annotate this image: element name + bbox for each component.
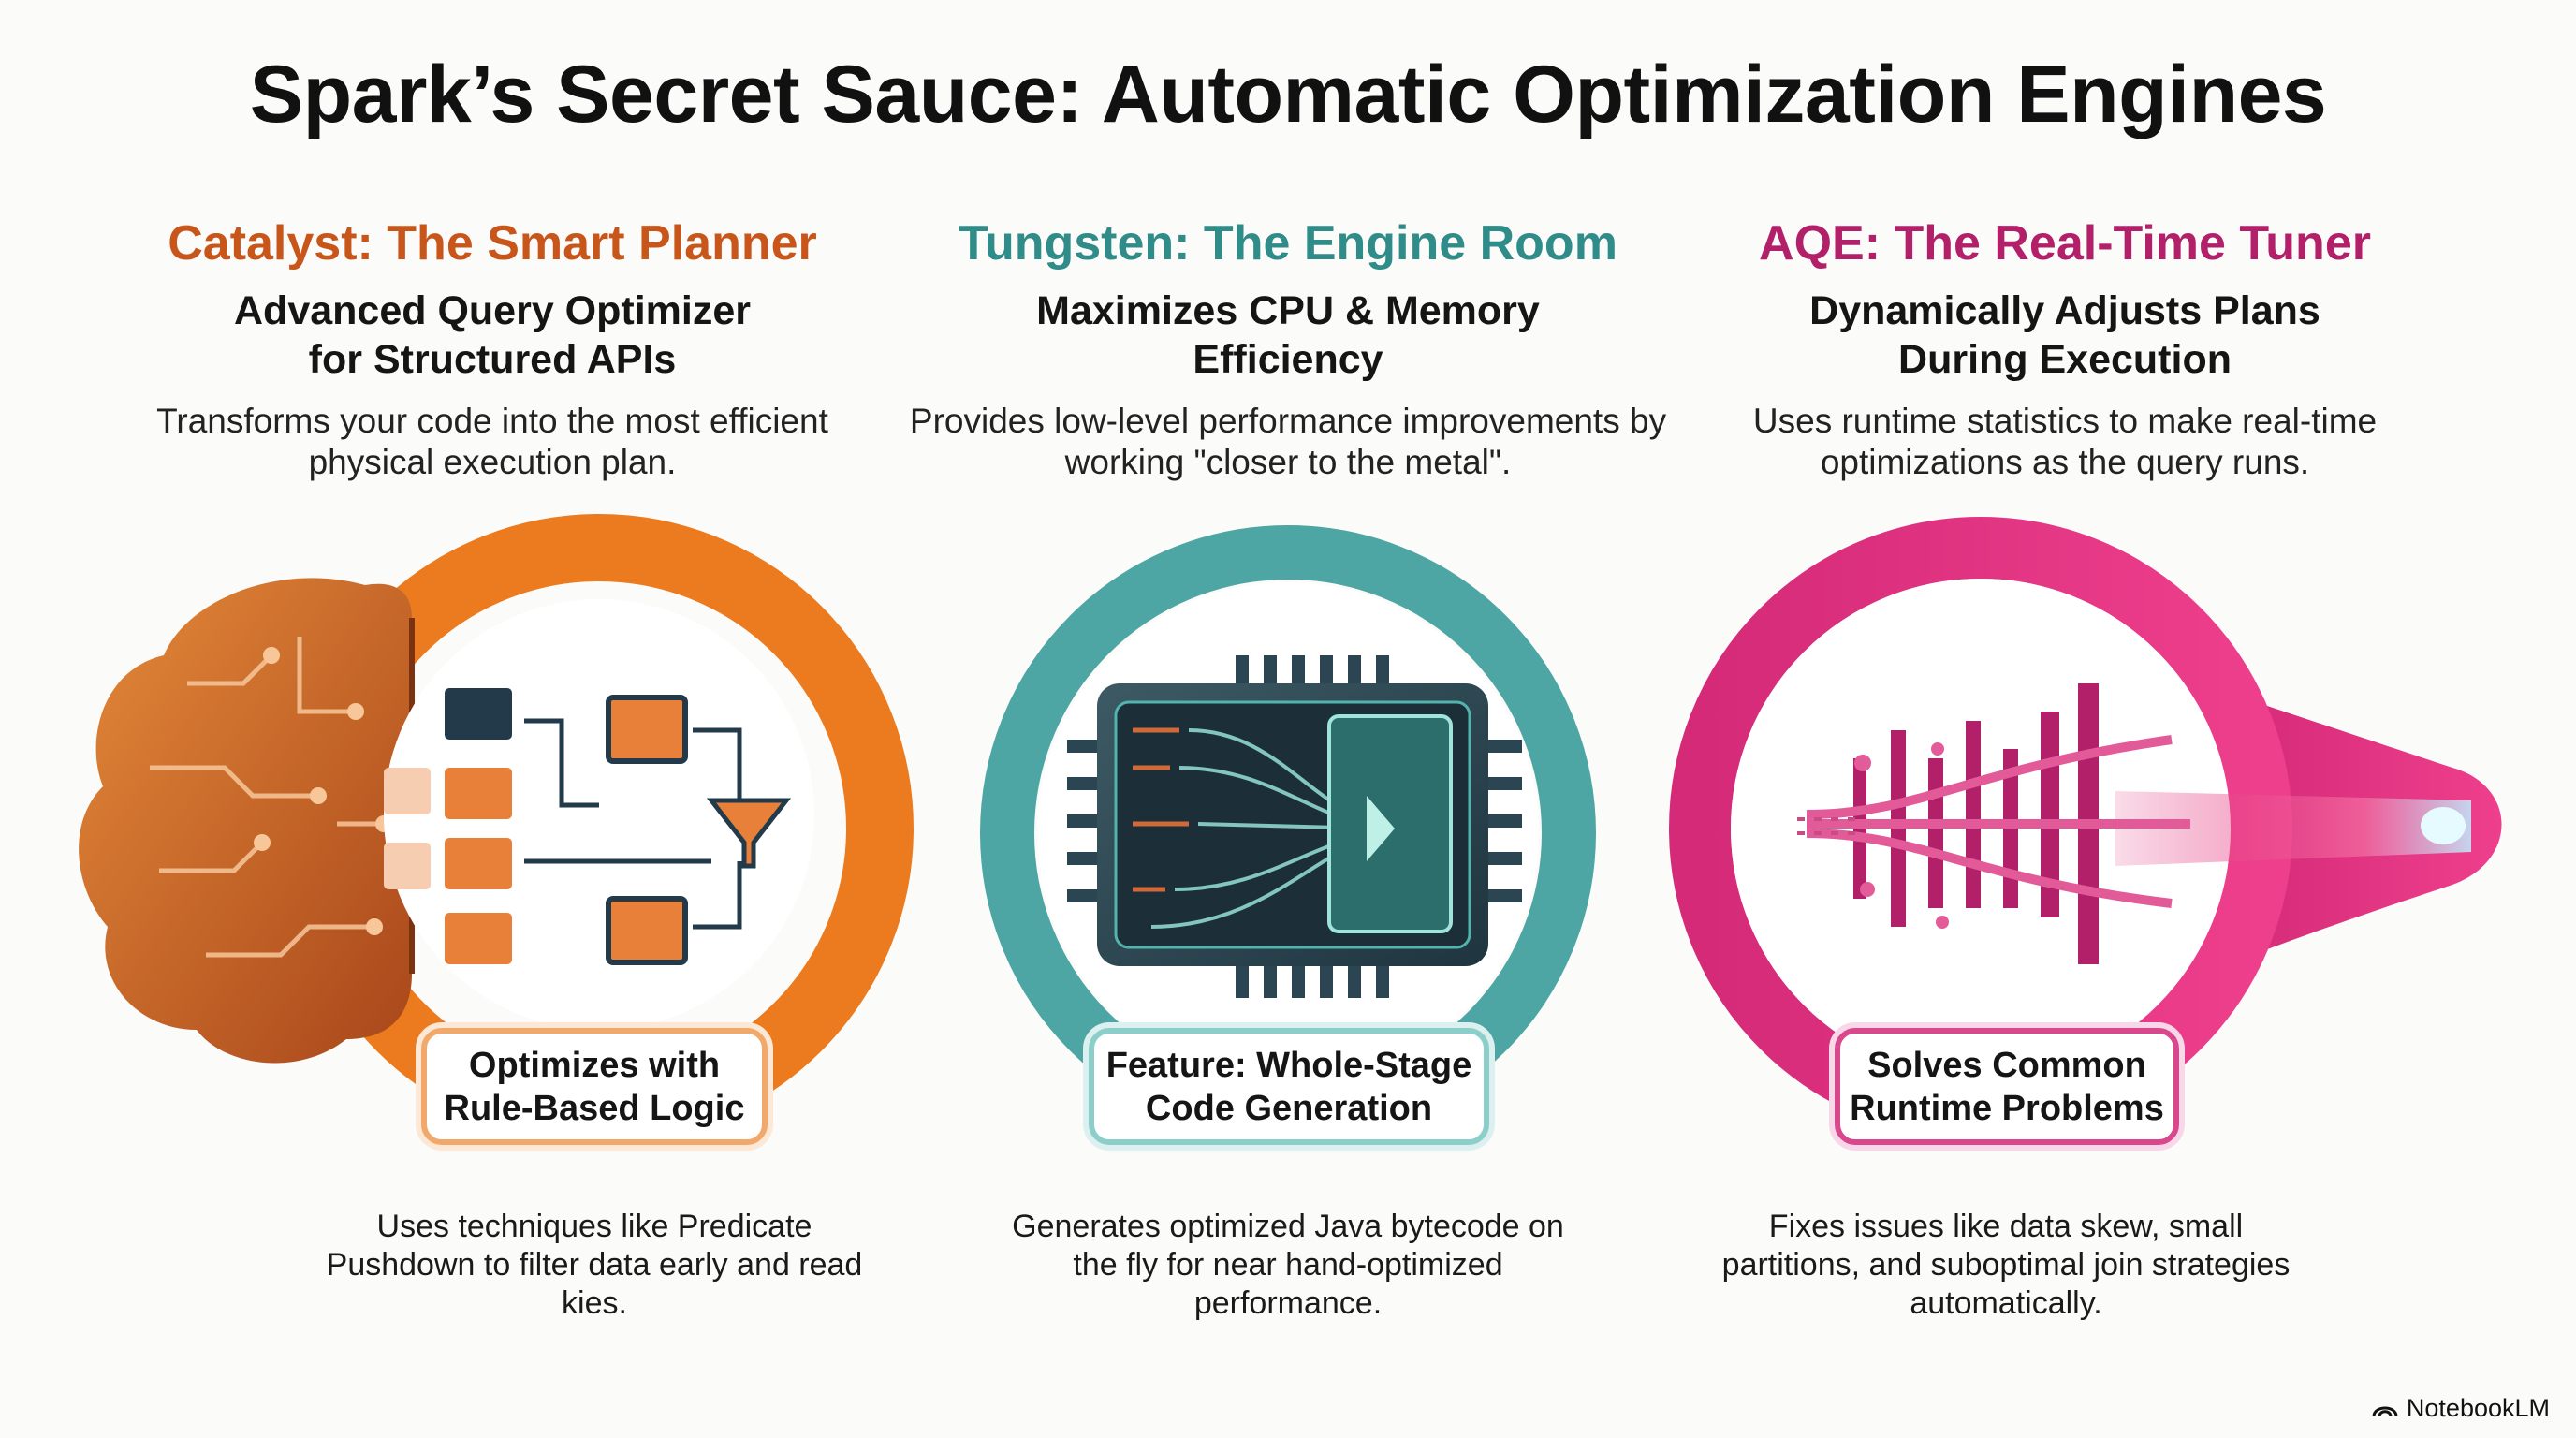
catalyst-column: Catalyst: The Smart Planner Advanced Que…	[90, 215, 895, 483]
catalyst-subtitle: Advanced Query Optimizer for Structured …	[234, 288, 751, 382]
aqe-illustration	[1669, 517, 2502, 1140]
catalyst-illustration	[79, 514, 914, 1143]
aqe-description: Uses runtime statistics to make real-tim…	[1752, 402, 2378, 481]
tungsten-note: Generates optimized Java bytecode on the…	[1012, 1209, 1564, 1321]
catalyst-title: Catalyst: The Smart Planner	[168, 216, 817, 271]
folder-icons	[384, 688, 688, 965]
tungsten-illustration	[980, 525, 1596, 1141]
chip-pins	[1067, 655, 1522, 998]
catalyst-badge: Optimizes with Rule-Based Logic	[421, 1028, 768, 1145]
tungsten-title: Tungsten: The Engine Room	[959, 216, 1617, 271]
brand-label: NotebookLM	[2406, 1394, 2550, 1422]
brain-icon	[79, 578, 412, 1064]
brand-watermark: NotebookLM	[2371, 1394, 2550, 1423]
notebooklm-icon	[2372, 1406, 2398, 1416]
aqe-subtitle: Dynamically Adjusts Plans During Executi…	[1809, 288, 2320, 382]
aqe-column: AQE: The Real-Time Tuner Dynamically Adj…	[1662, 215, 2467, 483]
aqe-title: AQE: The Real-Time Tuner	[1759, 216, 2371, 271]
tungsten-column: Tungsten: The Engine Room Maximizes CPU …	[886, 215, 1690, 483]
catalyst-description: Transforms your code into the most effic…	[156, 402, 828, 481]
aqe-badge: Solves Common Runtime Problems	[1835, 1028, 2179, 1145]
catalyst-note: Uses techniques like Predicate Pushdown …	[326, 1209, 863, 1321]
tungsten-subtitle: Maximizes CPU & Memory Efficiency	[1036, 288, 1540, 382]
tungsten-description: Provides low-level performance improveme…	[909, 402, 1667, 481]
page-title: Spark’s Secret Sauce: Automatic Optimiza…	[249, 50, 2327, 139]
funnel-icon	[706, 798, 792, 869]
aqe-note: Fixes issues like data skew, small parti…	[1721, 1209, 2291, 1321]
tungsten-badge: Feature: Whole-Stage Code Generation	[1089, 1028, 1489, 1145]
